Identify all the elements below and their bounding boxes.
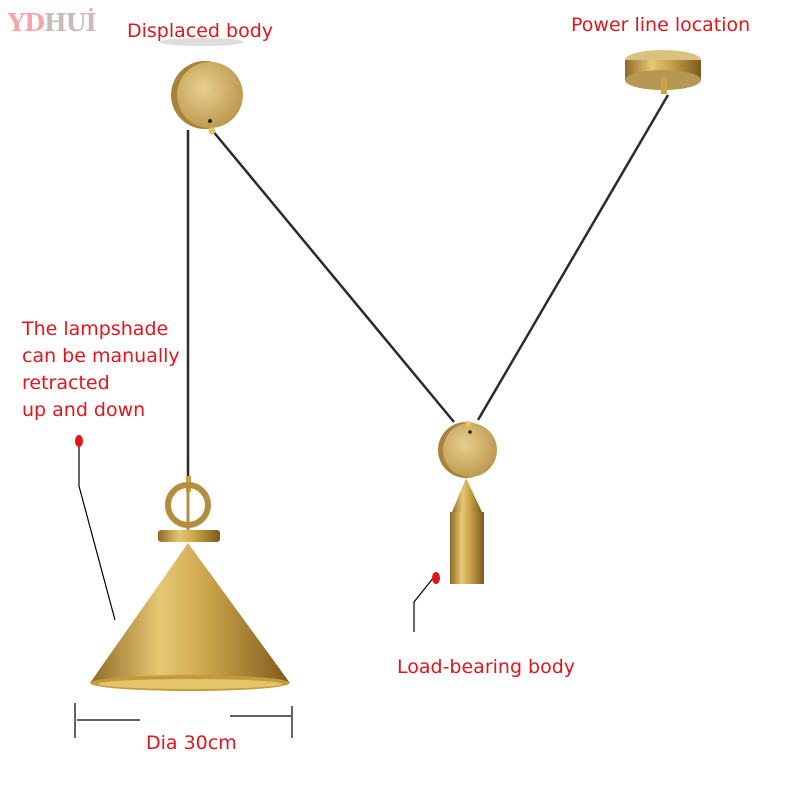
label-power-line-location: Power line location <box>571 14 751 36</box>
annotation-pointers <box>74 442 435 738</box>
label-dimension: Dia 30cm <box>146 732 237 754</box>
lampshade-note-line: retracted <box>22 372 110 394</box>
load-bearing-weight <box>438 421 497 584</box>
ceiling-canopy <box>625 50 701 94</box>
label-load-bearing-body: Load-bearing body <box>397 656 576 678</box>
watermark-part1: YD <box>8 8 45 37</box>
pointer-dot-weight <box>432 572 440 584</box>
lampshade <box>90 476 290 691</box>
label-lampshade-note: The lampshade can be manually retracted … <box>22 316 180 424</box>
brand-watermark: YDHUİ <box>8 8 97 37</box>
label-displaced-body: Displaced body <box>127 20 274 42</box>
watermark-part2: HUİ <box>43 8 97 37</box>
lampshade-note-line: The lampshade <box>22 318 169 340</box>
cables <box>186 94 670 478</box>
lampshade-note-line: can be manually <box>22 345 180 367</box>
pointer-dot-lampshade <box>75 435 83 447</box>
lampshade-note-line: up and down <box>22 399 146 421</box>
displaced-body-pulley <box>160 38 244 135</box>
